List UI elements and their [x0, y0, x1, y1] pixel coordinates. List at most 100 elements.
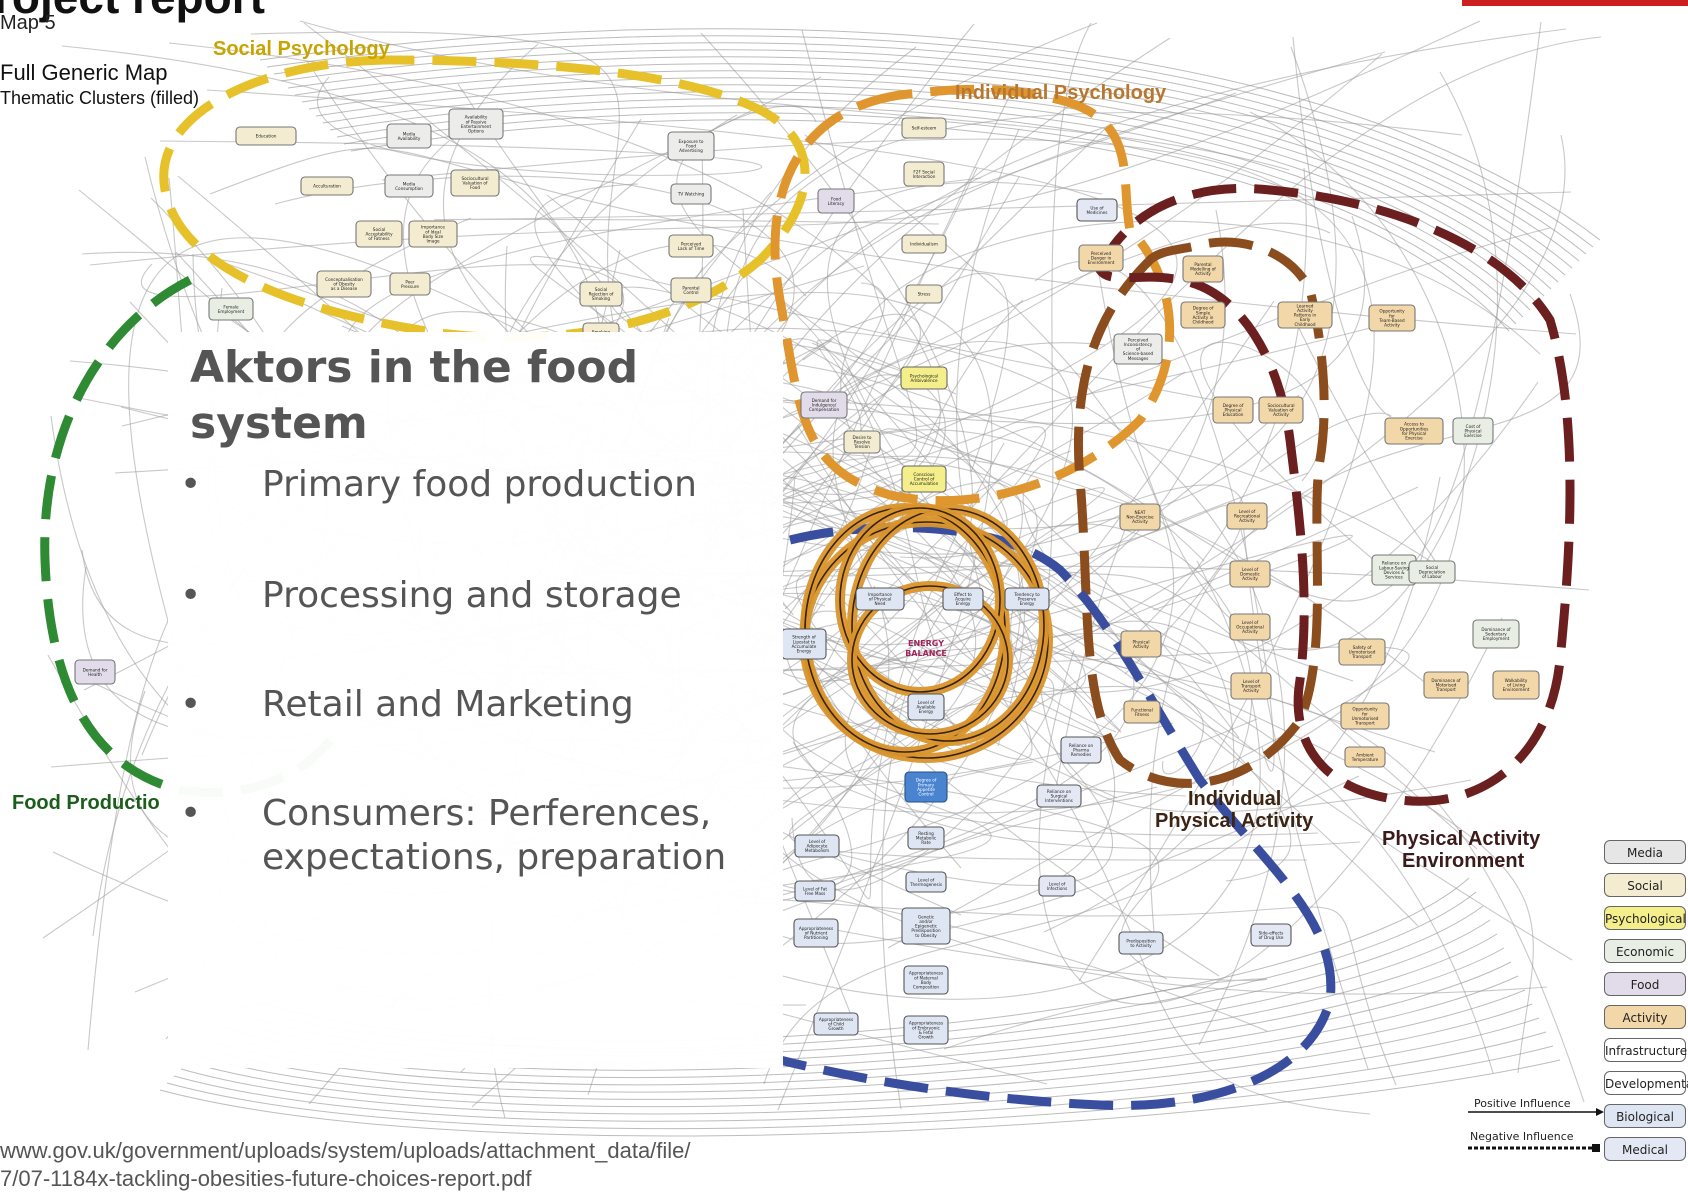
node-label: Energy [1020, 601, 1035, 606]
node-label: Activity [1384, 323, 1400, 328]
node-label: Depreciation [1419, 570, 1446, 575]
connection-curve [301, 70, 1559, 283]
node-label: Food [686, 144, 696, 149]
connection-curve [881, 523, 1253, 1110]
feedback-loop-arrow [851, 585, 1009, 735]
node-box [450, 169, 500, 197]
node-box [355, 220, 403, 248]
cluster-outlines [40, 55, 1575, 1111]
connection-curve [336, 105, 1524, 318]
node-label: Sociocultural [461, 176, 488, 181]
node-label: of Physical [869, 597, 891, 602]
node-label: Domestic [1240, 572, 1260, 577]
node-label: Media [403, 131, 416, 136]
node-label: Labour-Saving [1379, 565, 1409, 570]
node-label: Energy [919, 709, 934, 714]
node-label: Level of [1242, 567, 1259, 572]
node-box [1060, 736, 1102, 764]
node-label: Level of [1243, 679, 1260, 684]
node-label: Control [918, 792, 933, 797]
node-label: of Embryonic [912, 1025, 940, 1030]
node-box [900, 366, 948, 390]
positive-influence-label: Positive Influence [1474, 1097, 1571, 1110]
bullet-dot-icon: • [180, 793, 202, 834]
connection-curve [1149, 293, 1581, 933]
node-box [1076, 198, 1118, 222]
node-label: Walkability [1505, 678, 1528, 683]
node-label: for Physical [1402, 431, 1426, 436]
node-label: Parental [682, 285, 699, 290]
legend-item-social: Social [1604, 873, 1686, 897]
node-box [1226, 502, 1268, 530]
node-label: Education [256, 134, 277, 139]
node-box [793, 918, 839, 948]
connection-curve [287, 56, 1573, 269]
node-label: & Fetal [919, 1030, 934, 1035]
map-name: Full Generic Map [0, 60, 168, 85]
node-label: Reliance on [1047, 789, 1072, 794]
node-label: Options [468, 129, 484, 134]
panel-heading: Aktors in the food system [190, 342, 639, 449]
legend-item-biological: Biological [1604, 1104, 1686, 1128]
node-label: Childhood [1295, 322, 1316, 327]
node-label: Exercise [1405, 436, 1423, 441]
legend-item-developmental: Developmental [1604, 1071, 1688, 1095]
node-label: Transport [1354, 721, 1375, 726]
node-label: Level of [1239, 509, 1256, 514]
node-label: Conscious [913, 472, 934, 477]
energy-label-line1: ENERGY [908, 639, 944, 648]
connection-curve [797, 22, 1092, 675]
connection-curve [273, 42, 1587, 255]
node-label: Parental [1194, 262, 1211, 267]
node-box [907, 693, 945, 721]
node-label: Psychological [910, 373, 938, 378]
node-label: as a Disease [331, 286, 358, 291]
node-label: Unmotorised [1349, 650, 1376, 655]
node-box [903, 161, 945, 187]
node-label: Perceived [681, 241, 702, 246]
energy-balance-label: ENERGY BALANCE [905, 639, 947, 658]
node-label: Side-effects [1259, 930, 1284, 935]
node-label: Energy [797, 649, 812, 654]
node-label: Food [831, 196, 841, 201]
node-label: Tension [853, 444, 870, 449]
node-box [1452, 417, 1494, 445]
text-overlay-panel [168, 332, 783, 1068]
node-label: Activity [1273, 412, 1289, 417]
legend-item-activity: Activity [1604, 1005, 1686, 1029]
node-label: Physical [1132, 639, 1149, 644]
node-label: Opportunities [1400, 426, 1429, 431]
connection-curve [173, 1031, 1547, 1122]
node-label: of Nutrient [805, 931, 828, 936]
node-box [843, 430, 881, 454]
node-label: of Labour [1422, 574, 1442, 579]
node-label: Opportunity [1379, 309, 1405, 314]
node-box [235, 126, 297, 146]
slide-title: roject report [0, 0, 265, 24]
connection-curve [466, 862, 1397, 1086]
node-label: of [1136, 347, 1141, 352]
bullet-text: Consumers: Perferences, expectations, pr… [262, 793, 727, 878]
node-label: Level of Fat [803, 886, 827, 891]
node-label: Composition [913, 985, 939, 990]
